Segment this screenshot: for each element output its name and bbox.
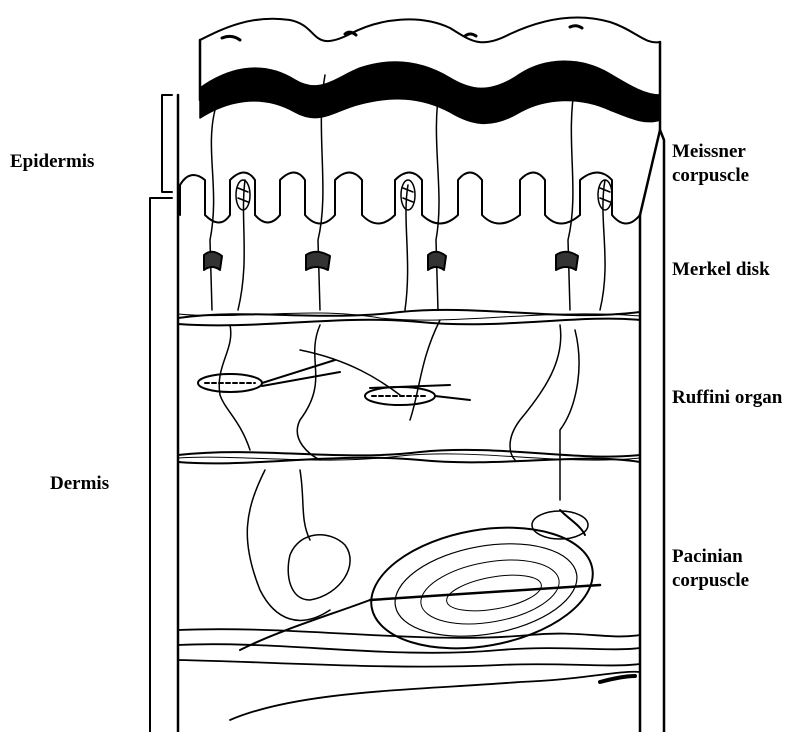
ruffini-organs (198, 360, 470, 405)
pacinian-label-line2: corpuscle (672, 569, 749, 593)
free-nerve-ending (247, 470, 350, 620)
merkel-disks (204, 252, 578, 270)
meissner-label-line1: Meissner (672, 140, 749, 164)
meissner-corpuscle-label: Meissner corpuscle (672, 140, 749, 188)
pacinian-corpuscle (240, 510, 602, 665)
dermis-label: Dermis (50, 472, 109, 496)
epidermis-bracket (162, 95, 172, 192)
pacinian-label-line1: Pacinian (672, 545, 749, 569)
meissner-label-line2: corpuscle (672, 164, 749, 188)
epidermis-surface (200, 18, 660, 124)
epidermis-label: Epidermis (10, 150, 94, 174)
meissner-corpuscles (236, 180, 612, 210)
dermis-bracket (150, 198, 172, 732)
upper-nerve-plexus (178, 310, 640, 325)
ruffini-organ-label: Ruffini organ (672, 386, 782, 410)
merkel-disk-label: Merkel disk (672, 258, 770, 282)
nerve-fibers-middle (219, 320, 579, 500)
pacinian-corpuscle-label: Pacinian corpuscle (672, 545, 749, 593)
lower-nerve-plexus (178, 450, 640, 463)
deep-dermal-fibers (178, 629, 640, 720)
